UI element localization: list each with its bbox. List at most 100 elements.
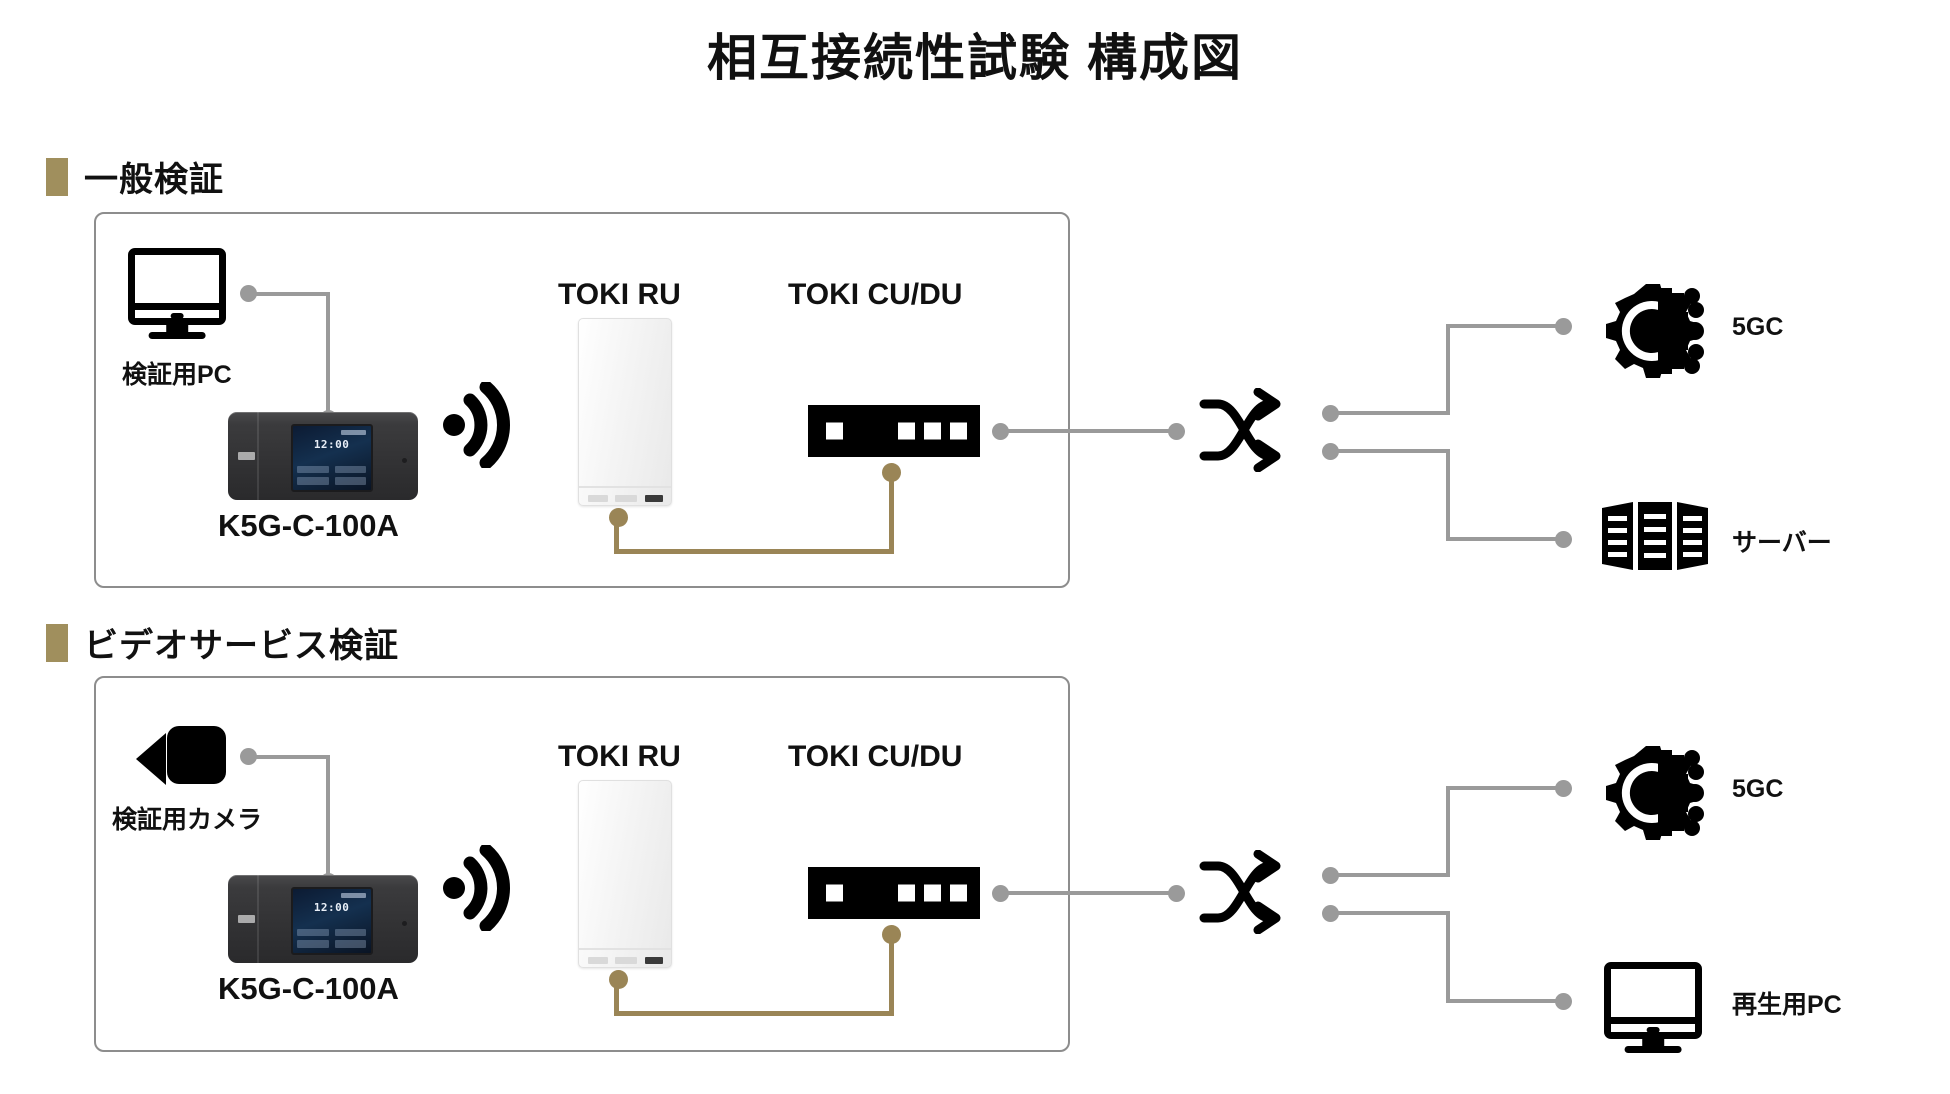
gear-circuit-icon <box>1602 744 1706 842</box>
label-k5g-c-100a-2: K5G-C-100A <box>218 971 399 1006</box>
link-5gc-v <box>1446 324 1450 415</box>
link-endpoint-switch-in <box>1168 423 1185 440</box>
link-endpoint-playbackpc <box>1555 993 1572 1010</box>
label-toki-cudu-2: TOKI CU/DU <box>788 740 963 773</box>
label-k5g-c-100a: K5G-C-100A <box>218 508 399 543</box>
router-button <box>401 920 407 926</box>
link-endpoint-5gc-2 <box>1555 780 1572 797</box>
monitor-icon <box>128 248 226 339</box>
kyocera-logo-icon <box>237 915 255 924</box>
cudu-led <box>898 422 915 440</box>
label-toki-ru: TOKI RU <box>558 278 681 311</box>
monitor-neck <box>1642 1039 1664 1048</box>
router-tile <box>297 940 329 948</box>
router-tile <box>334 477 366 485</box>
section-bullet-icon <box>46 157 68 196</box>
link-playbackpc-h1 <box>1330 911 1450 915</box>
link-camera-h <box>248 755 330 759</box>
cable-endpoint-cudu <box>882 463 901 482</box>
router-statusbar-icon <box>340 893 366 899</box>
cudu-led <box>950 422 967 440</box>
link-cudu-switch-2 <box>1000 891 1176 895</box>
monitor-screen <box>128 248 226 312</box>
link-endpoint-5gc <box>1555 318 1572 335</box>
ru-port <box>615 957 637 964</box>
label-server: サーバー <box>1732 529 1832 557</box>
camera-lens-icon <box>136 732 166 785</box>
ru-port <box>615 495 637 502</box>
label-verification-camera: 検証用カメラ <box>112 806 263 834</box>
device-toki-cudu <box>808 405 980 457</box>
cable-cudu-v <box>889 470 894 554</box>
monitor-foot <box>1624 1045 1682 1053</box>
label-5gc: 5GC <box>1732 313 1784 341</box>
label-toki-ru-2: TOKI RU <box>558 740 681 773</box>
router-clock: 12:00 <box>313 901 350 915</box>
section-title-general: 一般検証 <box>84 161 224 199</box>
device-toki-cudu <box>808 867 980 919</box>
router-tile <box>297 465 329 474</box>
wifi-icon <box>440 380 518 470</box>
page-title: 相互接続性試験 構成図 <box>707 30 1243 86</box>
link-playbackpc-h2 <box>1446 999 1562 1003</box>
link-camera-v <box>326 755 330 880</box>
device-toki-ru <box>578 318 672 506</box>
link-5gc-h2 <box>1446 324 1562 328</box>
router-tile <box>334 465 366 474</box>
cudu-led <box>924 422 941 440</box>
label-verification-pc: 検証用PC <box>122 361 232 389</box>
monitor-screen <box>1604 962 1702 1026</box>
shuffle-switch-icon <box>1196 387 1298 473</box>
label-toki-cudu: TOKI CU/DU <box>788 278 963 311</box>
monitor-neck <box>166 325 188 334</box>
link-5gc-v-2 <box>1446 786 1450 877</box>
link-5gc-h1-2 <box>1330 873 1450 877</box>
link-endpoint-switch-in-2 <box>1168 885 1185 902</box>
gear-circuit-icon <box>1602 282 1706 380</box>
section-bullet-icon <box>46 623 68 662</box>
router-button <box>401 457 407 463</box>
ru-port <box>588 957 608 964</box>
cudu-led <box>826 422 843 440</box>
device-k5g-router: 12:00 <box>228 875 418 963</box>
router-clock: 12:00 <box>313 438 350 452</box>
cudu-led <box>950 884 967 902</box>
cudu-led <box>898 884 915 902</box>
router-statusbar-icon <box>340 430 366 436</box>
label-playback-pc: 再生用PC <box>1732 991 1842 1019</box>
ru-port <box>588 495 608 502</box>
link-5gc-h2-2 <box>1446 786 1562 790</box>
router-seam <box>256 875 259 963</box>
camera-body <box>166 726 226 784</box>
router-tile <box>334 928 366 937</box>
link-pc-h <box>248 292 330 296</box>
ru-port-dark <box>645 495 663 502</box>
cudu-led <box>826 884 843 902</box>
section-title-video: ビデオサービス検証 <box>84 627 399 665</box>
router-display: 12:00 <box>290 424 373 492</box>
link-endpoint-server <box>1555 531 1572 548</box>
cable-ru-v-2 <box>614 978 619 1016</box>
monitor-power-dot <box>1646 1027 1660 1034</box>
shuffle-switch-icon <box>1196 849 1298 935</box>
link-5gc-h1 <box>1330 411 1450 415</box>
ru-lip <box>579 486 671 488</box>
section-header-general: 一般検証 <box>46 152 224 201</box>
cable-endpoint-cudu-2 <box>882 925 901 944</box>
device-toki-ru <box>578 780 672 968</box>
section-header-video: ビデオサービス検証 <box>46 618 399 667</box>
label-5gc-2: 5GC <box>1732 775 1784 803</box>
wifi-icon <box>440 843 518 933</box>
ru-port-dark <box>645 957 663 964</box>
link-playbackpc-v <box>1446 911 1450 1003</box>
cable-h <box>614 549 894 554</box>
device-k5g-router: 12:00 <box>228 412 418 500</box>
link-server-h2 <box>1446 537 1562 541</box>
server-icon <box>1600 500 1710 572</box>
router-tile <box>297 477 329 485</box>
ru-lip <box>579 948 671 950</box>
link-pc-v <box>326 292 330 417</box>
router-seam <box>256 412 259 500</box>
kyocera-logo-icon <box>237 452 255 461</box>
